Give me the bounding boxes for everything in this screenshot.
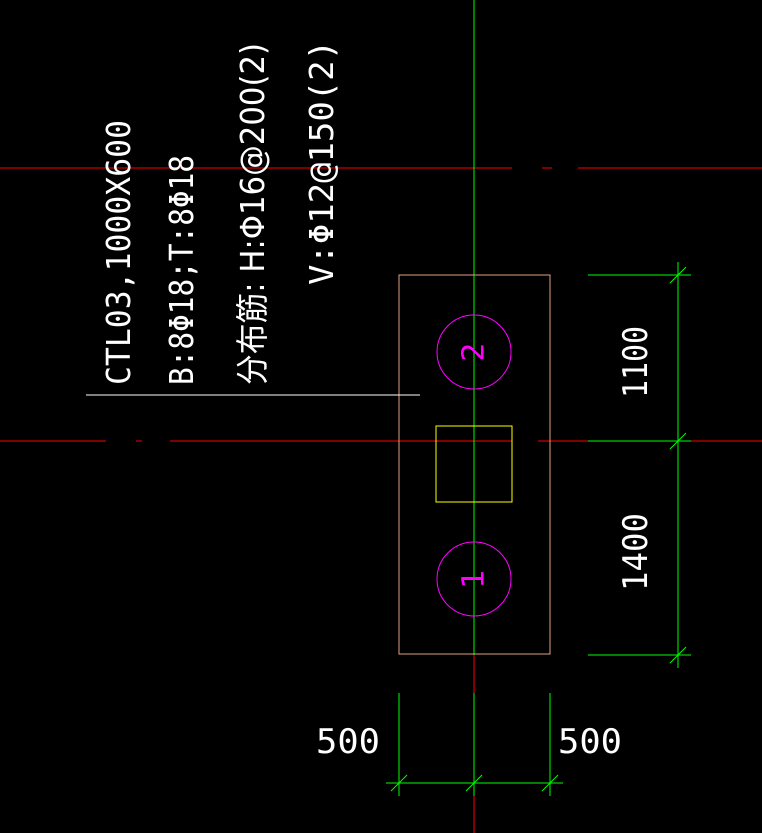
dim-vertical-top-text[interactable]: 1100 bbox=[616, 326, 656, 398]
annotation-line-2[interactable]: B:8Φ18;T:8Φ18 bbox=[162, 155, 201, 385]
dim-tick-mid bbox=[669, 432, 687, 450]
annotation-text-group: CTL03,1000X600 B:8Φ18;T:8Φ18 分布筋: H:Φ16@… bbox=[99, 40, 341, 385]
pile-2-circle bbox=[436, 314, 512, 390]
pile-cap-outline bbox=[398, 274, 551, 655]
pile-1-circle bbox=[436, 541, 512, 617]
dim-tick-left bbox=[390, 774, 408, 792]
dim-tick-bottom bbox=[669, 646, 687, 664]
dim-horizontal-right-text[interactable]: 500 bbox=[558, 722, 622, 762]
vertical-dimension bbox=[588, 262, 691, 668]
annotation-line-3[interactable]: 分布筋: H:Φ16@200(2) bbox=[233, 43, 272, 385]
annotation-line-4[interactable]: V:Φ12@150(2) bbox=[302, 40, 341, 285]
dim-tick-right bbox=[541, 774, 559, 792]
pile-2[interactable]: 2 bbox=[436, 314, 512, 390]
annotation-line-1[interactable]: CTL03,1000X600 bbox=[99, 120, 138, 385]
column-square bbox=[435, 425, 513, 503]
horizontal-dimension bbox=[386, 693, 563, 796]
dim-horizontal-left-text[interactable]: 500 bbox=[316, 722, 380, 762]
pile-1[interactable]: 1 bbox=[436, 541, 512, 617]
dim-tick-center bbox=[465, 774, 483, 792]
dim-tick-top bbox=[669, 266, 687, 284]
dim-vertical-bottom-text[interactable]: 1400 bbox=[616, 513, 656, 591]
pile-1-label: 1 bbox=[457, 569, 492, 588]
pile-2-label: 2 bbox=[457, 342, 492, 361]
